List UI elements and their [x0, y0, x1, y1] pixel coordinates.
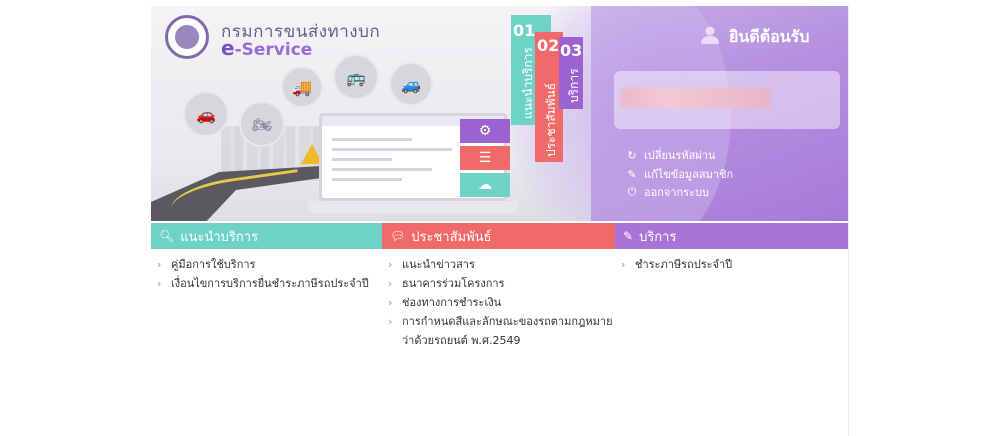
list-item[interactable]: › ธนาคารร่วมโครงการ [388, 274, 632, 293]
list-item-label: ช่องทางการชำระเงิน [402, 296, 502, 309]
chevron-right-icon: › [388, 258, 393, 271]
chevron-right-icon: › [157, 258, 162, 271]
page-frame: กรมการขนส่งทางบก e-Service 🚗 🏍 🚚 🚌 🚙 ⚙ ☰… [151, 6, 849, 436]
chevron-right-icon: › [388, 315, 393, 328]
chevron-right-icon: › [388, 296, 393, 309]
list-item[interactable]: › ช่องทางการชำระเงิน [388, 293, 632, 312]
edit-profile-link[interactable]: ✎ แก้ไขข้อมูลสมาชิก [626, 165, 733, 183]
road-line [168, 169, 304, 221]
section-header-service[interactable]: ✎ บริการ [615, 223, 849, 249]
laptop-line [332, 138, 412, 141]
laptop-line [332, 178, 402, 181]
power-icon: ⏻ [627, 185, 637, 198]
seal-inner [175, 25, 199, 49]
section-title-pr: ประชาสัมพันธ์ [411, 229, 492, 245]
tab-03-service[interactable]: 03 บริการ [559, 37, 583, 109]
bus-icon: 🚌 [333, 54, 379, 100]
tab-03-number: 03 [560, 41, 583, 60]
cloud-upload-icon[interactable]: ☁ [460, 173, 510, 197]
tab-01-number: 01 [513, 21, 536, 40]
welcome-text: ยินดีต้อนรับ [729, 27, 810, 46]
change-password-link[interactable]: ↻ เปลี่ยนรหัสผ่าน [626, 146, 715, 164]
truck-icon: 🚚 [281, 66, 323, 108]
section-header-pr[interactable]: 💬︎ ประชาสัมพันธ์ [382, 223, 615, 249]
refresh-icon: ↻ [627, 148, 637, 162]
laptop-line [332, 148, 452, 151]
list-item[interactable]: › แนะนำข่าวสาร [388, 255, 632, 274]
chat-icon: 💬︎ [390, 229, 406, 243]
message-icon[interactable]: ☰ [460, 146, 510, 170]
list-item[interactable]: › การกำหนดสีและลักษณะของรถตามกฎหมายว่าด้ว… [388, 312, 632, 350]
service-list: › ชำระภาษีรถประจำปี [621, 255, 865, 274]
warning-sign-icon [301, 144, 323, 164]
list-item[interactable]: › เงื่อนไขการบริการยื่นชำระภาษีรถประจำปี [157, 274, 401, 293]
list-item-label: แนะนำข่าวสาร [402, 258, 475, 271]
username-redacted [621, 88, 771, 108]
user-icon [701, 26, 719, 44]
pencil-icon: ✎ [627, 167, 637, 181]
pencil-icon: ✎ [623, 229, 634, 243]
chevron-right-icon: › [157, 277, 162, 290]
org-name[interactable]: กรมการขนส่งทางบก [221, 22, 381, 42]
laptop-keyboard [308, 201, 518, 213]
logout-label: ออกจากระบบ [644, 186, 709, 199]
change-password-label: เปลี่ยนรหัสผ่าน [644, 149, 716, 162]
motorcycle-icon: 🏍 [239, 101, 285, 147]
list-item[interactable]: › ชำระภาษีรถประจำปี [621, 255, 865, 274]
section-header-guide[interactable]: 🔍︎ แนะนำบริการ [151, 223, 382, 249]
settings-gear-icon[interactable]: ⚙ [460, 119, 510, 143]
tab-02-pr[interactable]: 02 ประชาสัมพันธ์ [535, 32, 563, 162]
section-title-service: บริการ [639, 229, 677, 245]
list-item-label: คู่มือการใช้บริการ [171, 258, 256, 271]
page-right-border [848, 6, 849, 436]
tab-03-label: บริการ [567, 68, 581, 103]
list-item-label: ธนาคารร่วมโครงการ [402, 277, 505, 290]
dlt-seal-logo-icon[interactable] [165, 15, 209, 59]
hero-banner: กรมการขนส่งทางบก e-Service 🚗 🏍 🚚 🚌 🚙 ⚙ ☰… [151, 6, 849, 221]
service-name[interactable]: e-Service [221, 36, 312, 60]
section-title-guide: แนะนำบริการ [180, 229, 259, 245]
laptop-line [332, 158, 392, 161]
pr-list: › แนะนำข่าวสาร › ธนาคารร่วมโครงการ › ช่องทา… [388, 255, 632, 350]
search-icon: 🔍︎ [159, 229, 175, 243]
laptop-screen-bar [322, 116, 504, 126]
chevron-right-icon: › [388, 277, 393, 290]
car-icon: 🚗 [183, 91, 229, 137]
laptop-line [332, 168, 432, 171]
service-suffix: -Service [234, 40, 313, 60]
list-item-label: ชำระภาษีรถประจำปี [635, 258, 733, 271]
chevron-right-icon: › [621, 258, 626, 271]
edit-profile-label: แก้ไขข้อมูลสมาชิก [644, 168, 734, 181]
logout-link[interactable]: ⏻ ออกจากระบบ [626, 183, 709, 201]
list-item-label: การกำหนดสีและลักษณะของรถตามกฎหมายว่าด้วย… [402, 315, 613, 347]
list-item-label: เงื่อนไขการบริการยื่นชำระภาษีรถประจำปี [171, 277, 369, 290]
car-front-icon: 🚙 [389, 62, 433, 106]
guide-list: › คู่มือการใช้บริการ › เงื่อนไขการบริการยื… [157, 255, 401, 293]
service-prefix: e [221, 36, 235, 60]
list-item[interactable]: › คู่มือการใช้บริการ [157, 255, 401, 274]
tab-02-number: 02 [537, 36, 560, 55]
